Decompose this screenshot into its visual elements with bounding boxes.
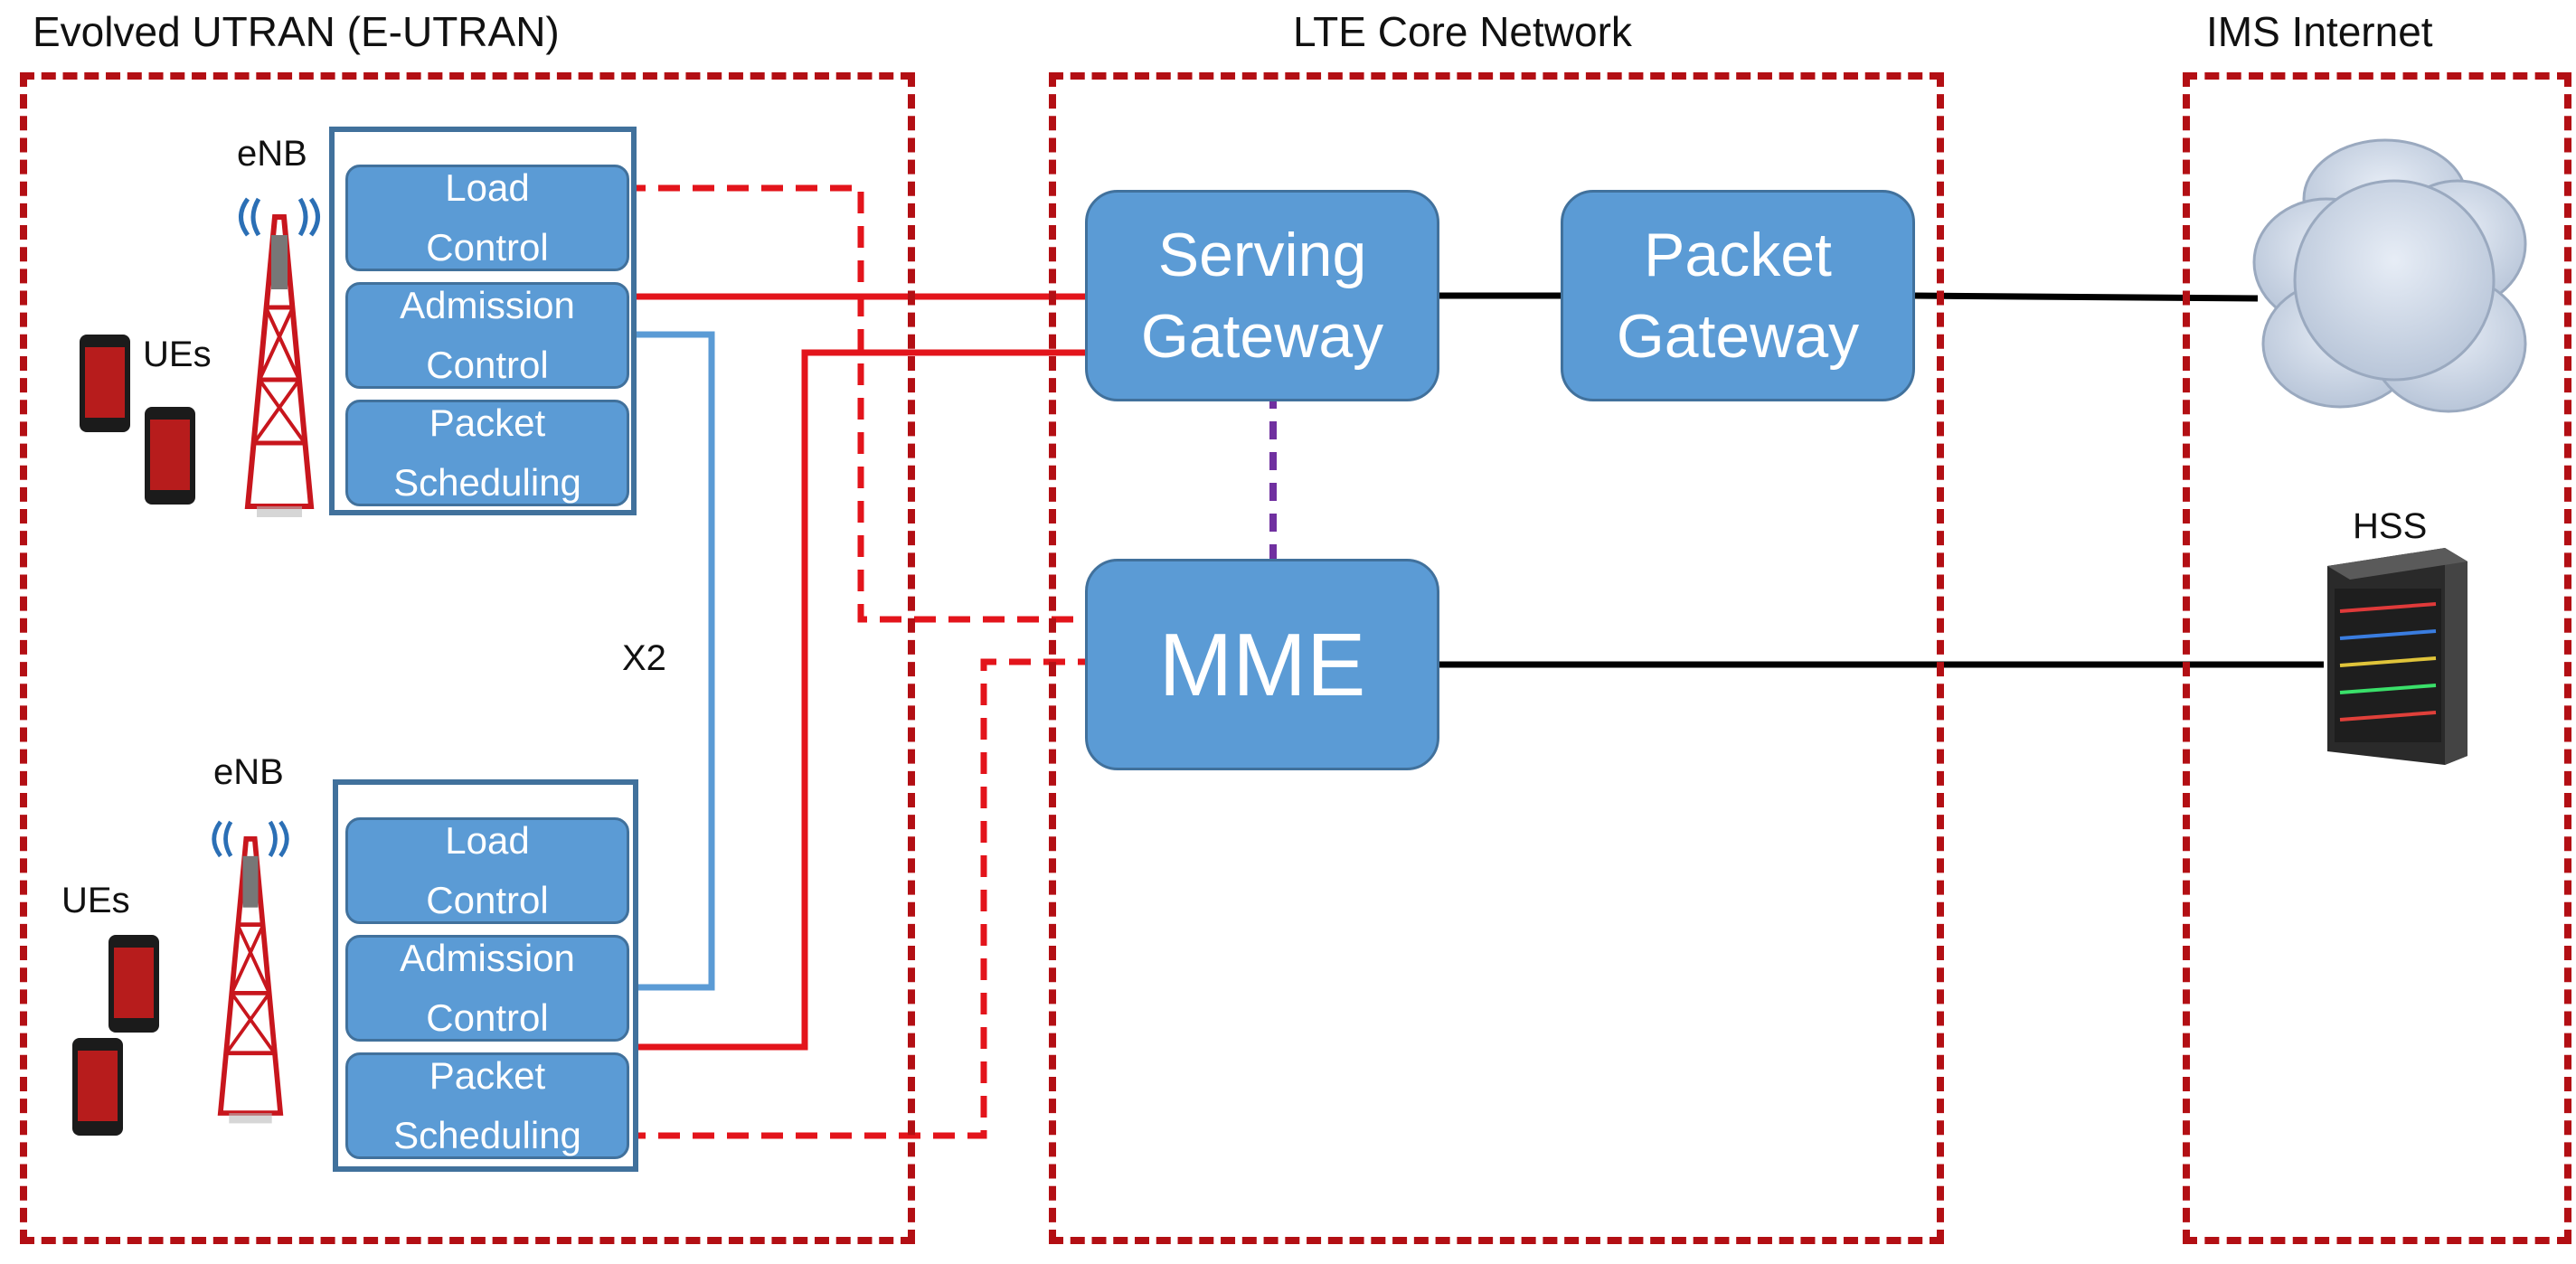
cloud-icon [2252,138,2527,413]
cell-tower-icon [239,197,320,517]
sgi-link [1914,292,2259,302]
ims-title: IMS Internet [2206,8,2433,55]
eutran-title: Evolved UTRAN (E-UTRAN) [33,8,560,55]
core-region [1049,72,1944,1244]
s1mme-link-top [624,184,1085,623]
smartphone-icon [80,335,130,432]
cell-tower-icon [212,820,289,1124]
ims-region [2183,72,2571,1244]
smartphone-icon [72,1038,123,1136]
s1mme-link-bottom [624,658,1085,1139]
ues-top-label: UEs [143,335,212,374]
mme: MME [1085,559,1439,770]
enb-bottom-label: eNB [213,752,284,792]
x2-link [624,331,715,991]
smartphone-icon [145,407,195,505]
smartphone-icon [109,935,159,1033]
hss-label: HSS [2353,506,2428,546]
enb-top-label: eNB [237,134,307,174]
ues-bottom-label: UEs [61,881,130,920]
eutran-region [20,72,915,1244]
s1u-link-bottom [624,349,1085,1051]
server-icon [2327,548,2467,765]
core-title: LTE Core Network [1293,8,1632,55]
x2-label: X2 [622,638,666,678]
